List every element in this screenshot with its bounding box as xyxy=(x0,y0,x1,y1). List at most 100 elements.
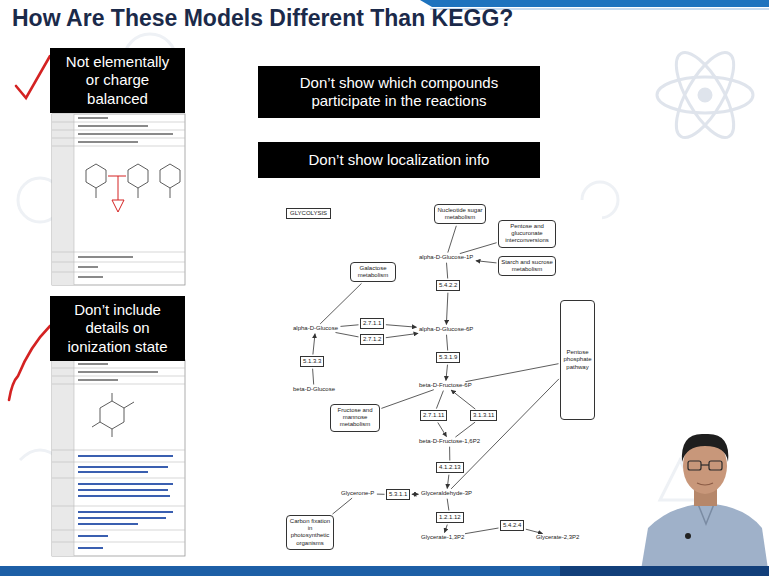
reaction-arrow xyxy=(438,423,447,437)
atom-watermark xyxy=(657,44,753,145)
node-label: Fructose and mannose metabolism xyxy=(333,407,377,429)
enzyme-box: 2.7.1.2 xyxy=(360,334,384,345)
pathway-box: Pentose phosphate pathway xyxy=(560,300,595,420)
node-label: Nucleotide sugar metabolism xyxy=(437,207,483,221)
enzyme-box: 5.3.1.1 xyxy=(386,489,410,500)
bottom-bar-accent xyxy=(560,566,769,576)
kegg-map-ground xyxy=(276,200,602,566)
pathway-box: Galactose metabolism xyxy=(350,262,396,282)
bottom-bar xyxy=(0,566,769,576)
reaction-arrow xyxy=(336,333,359,337)
enzyme-box: 4.1.2.13 xyxy=(436,462,464,473)
reaction-arrow xyxy=(386,325,417,328)
reaction-arrow xyxy=(445,525,448,533)
callout-text: Don’t show which compounds participate i… xyxy=(266,74,532,111)
node-label: Glyceraldehyde-3P xyxy=(421,490,472,497)
map-title-box: GLYCOLYSIS xyxy=(286,208,331,219)
reaction-arrow xyxy=(447,499,449,511)
node-label: beta-D-Fructose-1,6P2 xyxy=(419,438,480,445)
kegg-compound-screenshot xyxy=(52,360,185,556)
reaction-arrow xyxy=(447,263,448,279)
node-label: beta-D-Fructose-6P xyxy=(419,382,472,389)
reaction-arrow xyxy=(377,494,385,495)
reaction-arrow xyxy=(465,528,499,534)
enzyme-box: 2.7.1.1 xyxy=(360,318,384,329)
reaction-arrow xyxy=(447,475,449,489)
reaction-arrow xyxy=(386,333,418,337)
compound-label: alpha-D-Glucose xyxy=(292,325,339,332)
compound-label: Glyceraldehyde-3P xyxy=(420,490,473,497)
compound-label: beta-D-Glucose xyxy=(292,386,336,393)
node-label: 5.3.1.9 xyxy=(439,354,457,361)
enzyme-box: 1.2.1.12 xyxy=(436,512,464,523)
compound-label: Glycerate-1,3P2 xyxy=(420,534,465,541)
callout-box: Not elementally or charge balanced xyxy=(50,48,185,113)
reaction-arrow xyxy=(455,422,475,437)
pathway-box: Carbon fixation in photosynthetic organi… xyxy=(286,515,334,550)
callout-text: Don’t show localization info xyxy=(309,151,490,169)
reaction-arrow xyxy=(448,226,457,253)
reaction-arrow xyxy=(381,390,433,409)
reaction-arrow xyxy=(526,529,543,533)
node-label: 2.7.1.11 xyxy=(423,412,444,419)
node-label: 5.4.2.4 xyxy=(503,522,521,529)
node-label: Carbon fixation in photosynthetic organi… xyxy=(289,518,331,547)
pathway-box: Nucleotide sugar metabolism xyxy=(434,204,486,224)
node-label: beta-D-Glucose xyxy=(293,386,335,393)
reaction-arrow xyxy=(412,494,419,495)
callout-box: Don’t include details on ionization stat… xyxy=(50,296,185,361)
node-label: alpha-D-Glucose-1P xyxy=(419,254,473,261)
node-label: Starch and sucrose metabolism xyxy=(501,259,553,273)
reaction-arrow xyxy=(451,379,559,489)
pathway-box: Fructose and mannose metabolism xyxy=(330,404,380,432)
reaction-arrow xyxy=(333,498,353,514)
compound-label: beta-D-Fructose-1,6P2 xyxy=(418,438,481,445)
reaction-arrow xyxy=(449,447,450,461)
kegg-entry-screenshot xyxy=(52,114,185,285)
node-label: alpha-D-Glucose xyxy=(293,325,338,332)
compound-label: Glycerate-2,3P2 xyxy=(535,534,580,541)
pathway-box: Starch and sucrose metabolism xyxy=(498,256,556,276)
callout-text: Not elementally or charge balanced xyxy=(58,53,177,108)
node-label: 5.4.2.2 xyxy=(439,282,457,289)
reaction-arrow xyxy=(446,365,448,381)
compound-label: Glycerone-P xyxy=(340,490,375,497)
callout-box: Don’t show localization info xyxy=(258,142,540,178)
reaction-arrow xyxy=(476,261,497,263)
enzyme-box: 5.4.2.2 xyxy=(436,280,460,291)
reaction-arrow xyxy=(446,293,448,325)
node-label: Glycerate-2,3P2 xyxy=(536,534,579,541)
compound-label: alpha-D-Glucose-1P xyxy=(418,254,474,261)
reaction-arrow xyxy=(341,325,359,327)
enzyme-box: 5.1.3.3 xyxy=(300,356,324,367)
node-label: GLYCOLYSIS xyxy=(290,210,327,217)
pathway-box: Pentose and glucuronate interconversions xyxy=(498,220,556,248)
compound-label: beta-D-Fructose-6P xyxy=(418,382,473,389)
node-label: 1.2.1.12 xyxy=(439,514,461,521)
callout-text: Don’t include details on ionization stat… xyxy=(58,301,177,356)
callout-box: Don’t show which compounds participate i… xyxy=(258,66,540,118)
reaction-arrow xyxy=(313,369,314,385)
node-label: 3.1.3.11 xyxy=(473,412,494,419)
compound-label: alpha-D-Glucose-6P xyxy=(418,326,474,333)
enzyme-box: 3.1.3.11 xyxy=(470,410,497,421)
node-label: 4.1.2.13 xyxy=(439,464,461,471)
node-label: 5.1.3.3 xyxy=(303,358,321,365)
node-label: 5.3.1.1 xyxy=(389,491,407,498)
enzyme-box: 2.7.1.11 xyxy=(420,410,447,421)
reaction-arrow xyxy=(313,334,315,355)
node-label: 2.7.1.2 xyxy=(363,336,381,343)
enzyme-box: 5.3.1.9 xyxy=(436,352,460,363)
reaction-arrow xyxy=(320,283,361,324)
node-label: Galactose metabolism xyxy=(353,265,393,279)
node-label: Pentose phosphate pathway xyxy=(563,349,592,371)
node-label: Glycerone-P xyxy=(341,490,374,497)
reaction-arrow xyxy=(460,243,497,254)
reaction-arrow xyxy=(436,391,443,409)
reaction-arrow xyxy=(451,390,475,409)
node-label: 2.7.1.1 xyxy=(363,320,381,327)
enzyme-box: 5.4.2.4 xyxy=(500,520,524,531)
reaction-arrow xyxy=(465,364,558,382)
node-label: alpha-D-Glucose-6P xyxy=(419,326,473,333)
node-label: Glycerate-1,3P2 xyxy=(421,534,464,541)
